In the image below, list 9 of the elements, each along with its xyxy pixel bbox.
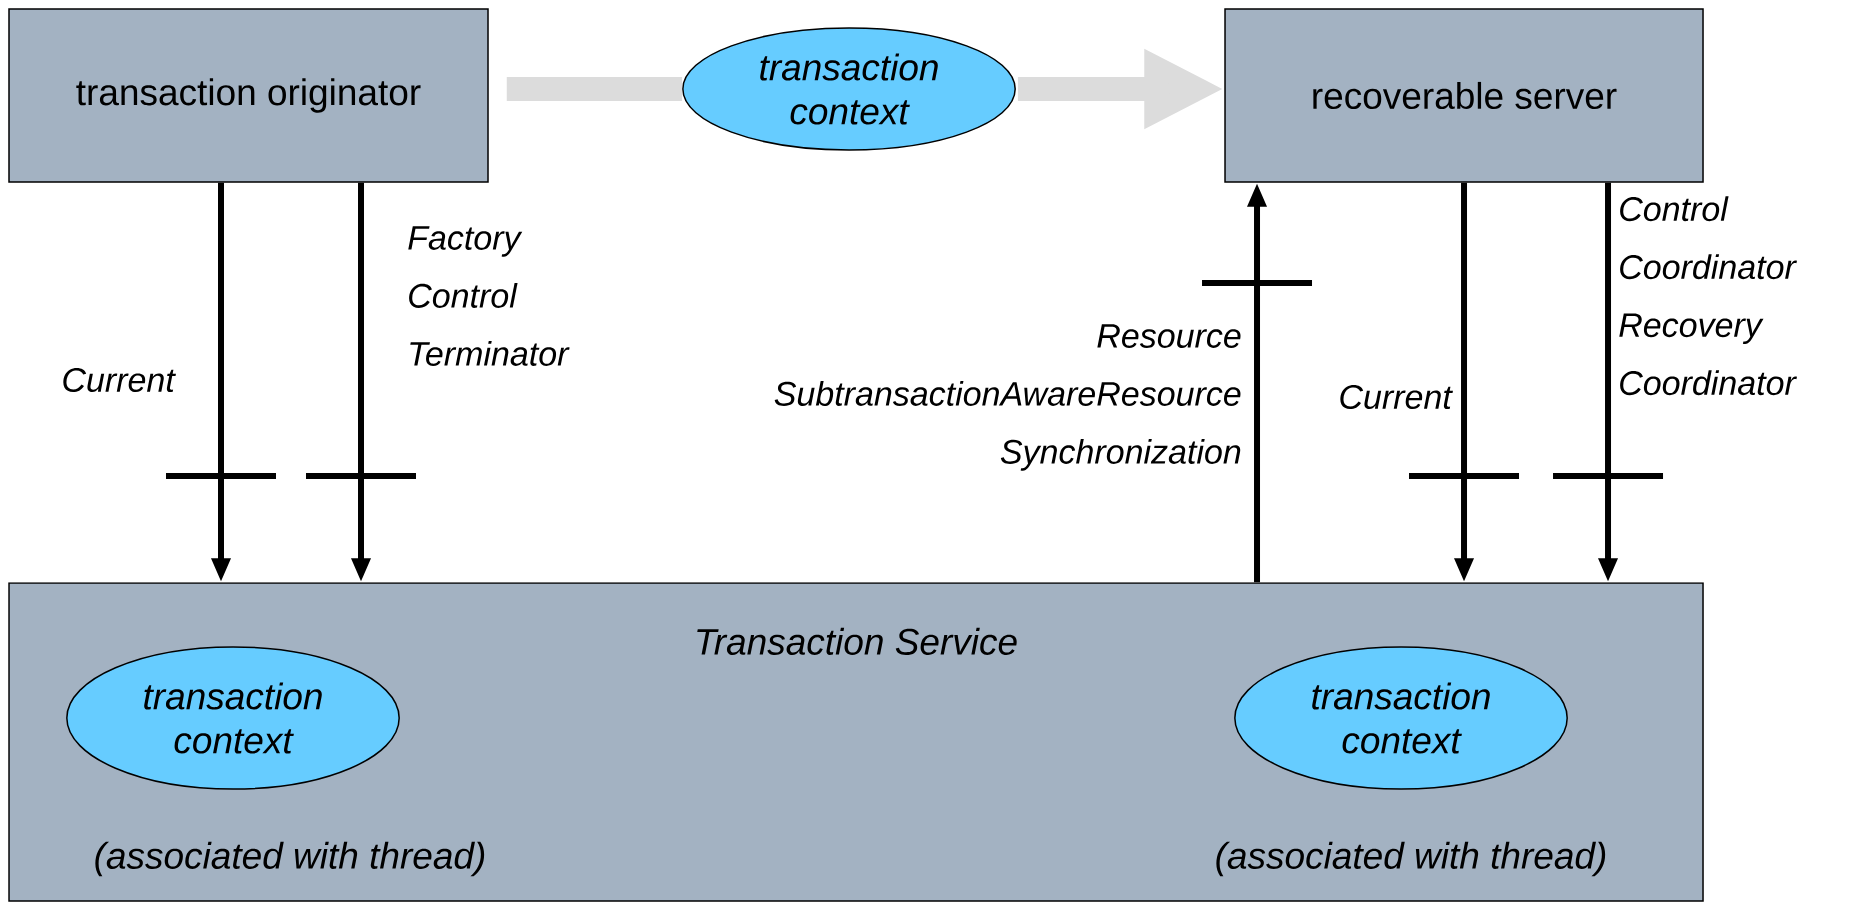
edge-label: Factory Control Terminator: [408, 226, 570, 366]
edge-label: Current: [1340, 384, 1453, 410]
caption-text: (associated with thread): [1216, 841, 1606, 877]
edge-label: Resource SubtransactionAwareResource Synchronization: [774, 324, 1241, 471]
caption-text: (associated with thread): [95, 841, 485, 877]
process-box: transaction originator: [8, 8, 489, 183]
edge-label: Control Coordinator Recovery Coordinator: [1619, 196, 1797, 396]
edge-label: Current: [63, 367, 176, 393]
process-box: recoverable server: [1224, 8, 1704, 183]
